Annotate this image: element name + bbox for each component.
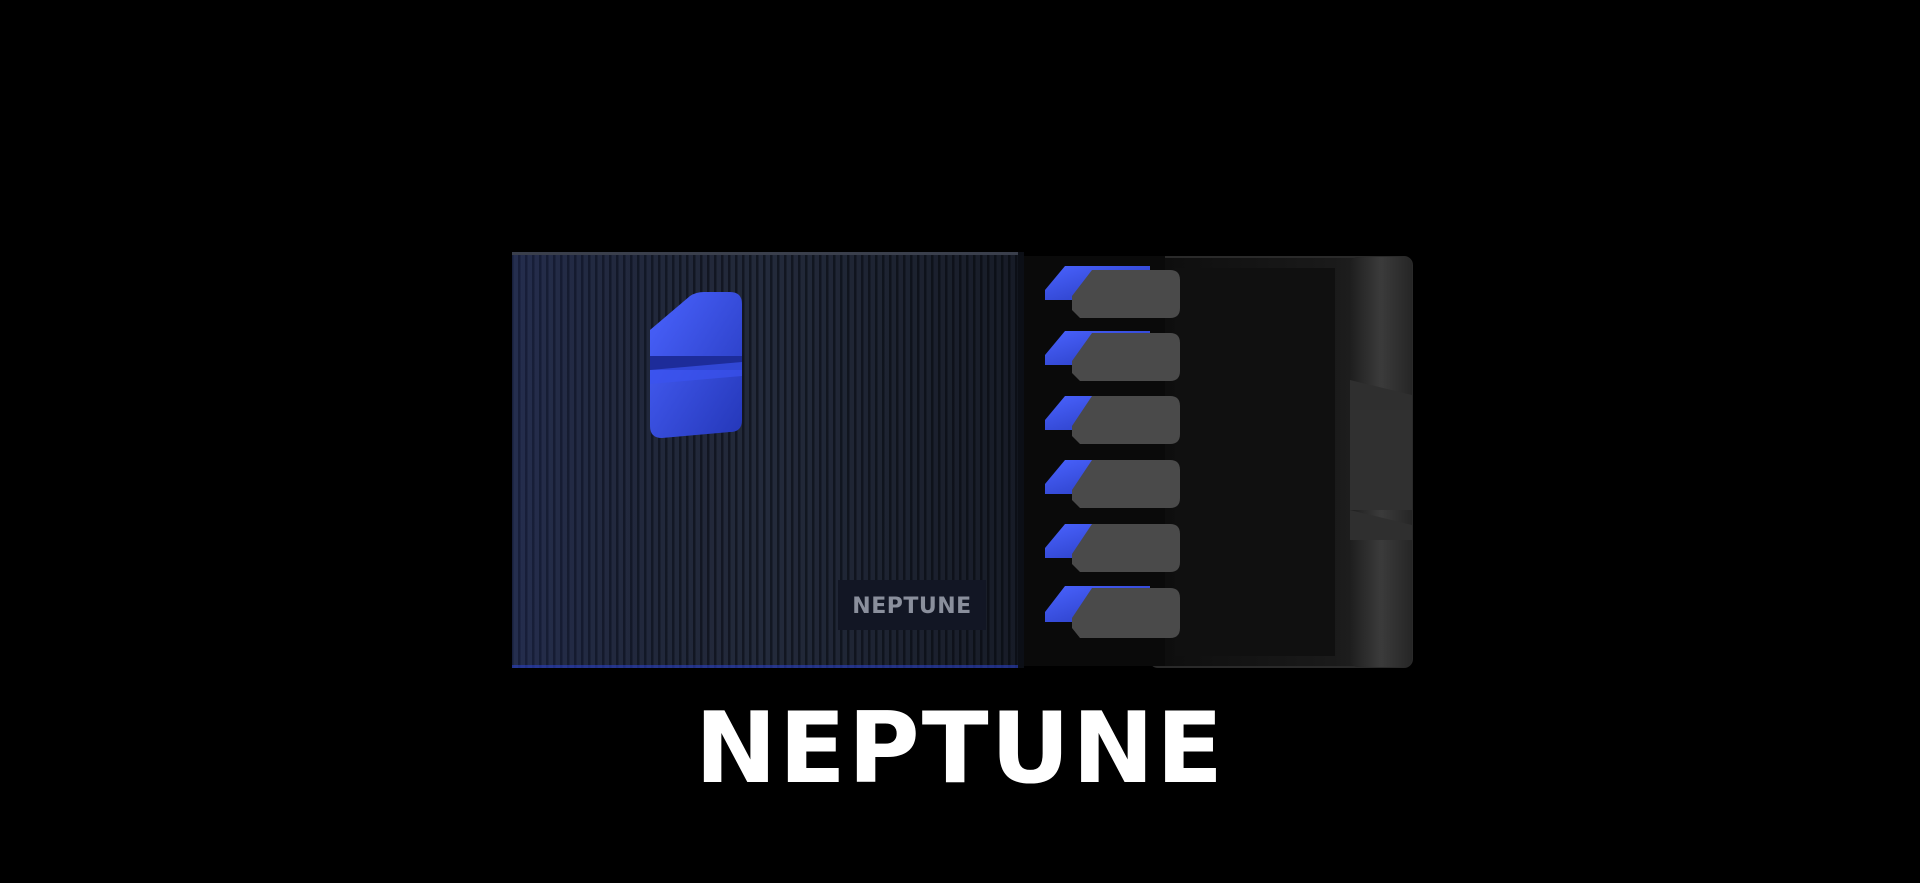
clip-2 xyxy=(1045,331,1180,381)
clip-5 xyxy=(1045,524,1180,572)
clip-stack xyxy=(1020,256,1180,666)
brand-badge: NEPTUNE xyxy=(838,580,986,630)
clip-6 xyxy=(1045,586,1180,638)
clip-1 xyxy=(1045,266,1180,318)
product-title: NEPTUNE xyxy=(694,692,1226,806)
slide-tray xyxy=(1149,256,1413,668)
clip-3 xyxy=(1045,396,1180,444)
clip-4 xyxy=(1045,460,1180,508)
blue-tab xyxy=(650,292,742,438)
brand-badge-text: NEPTUNE xyxy=(852,594,971,619)
